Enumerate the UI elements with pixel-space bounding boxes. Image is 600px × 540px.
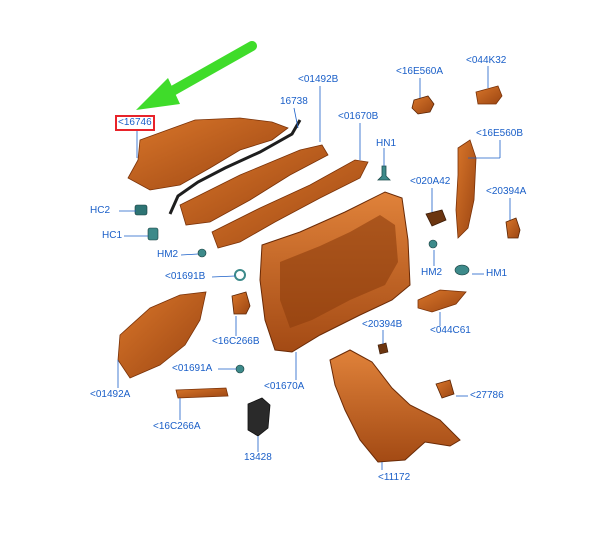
pointer-arrow <box>136 41 257 110</box>
label-16E560B[interactable]: <16E560B <box>476 128 523 139</box>
label-HM1[interactable]: HM1 <box>486 268 508 279</box>
part-16E560B-strip[interactable] <box>455 139 477 239</box>
part-01691B-grommet[interactable] <box>234 269 246 281</box>
part-020A42-bracket[interactable] <box>425 209 447 227</box>
label-16C266A[interactable]: <16C266A <box>153 421 201 432</box>
label-01670A[interactable]: <01670A <box>264 381 305 392</box>
part-16746-pad[interactable] <box>127 117 289 191</box>
part-HM2-upper[interactable] <box>197 248 207 258</box>
part-13428-bracket[interactable] <box>247 397 271 437</box>
label-HC2[interactable]: HC2 <box>90 205 111 216</box>
label-16738[interactable]: 16738 <box>280 96 308 107</box>
label-HM2-upper[interactable]: HM2 <box>157 249 179 260</box>
part-20394A-clip[interactable] <box>505 217 521 239</box>
part-11172-tunnel[interactable] <box>329 349 461 463</box>
label-13428[interactable]: 13428 <box>244 452 272 463</box>
leader-lines <box>117 66 511 470</box>
label-01492B[interactable]: <01492B <box>298 74 339 85</box>
part-01691A-grommet[interactable] <box>235 364 245 374</box>
part-HM2-lower[interactable] <box>428 239 438 249</box>
label-HM2-lower[interactable]: HM2 <box>421 267 443 278</box>
label-01492A[interactable]: <01492A <box>90 389 131 400</box>
part-01670B-panel[interactable] <box>211 159 369 249</box>
label-044K32[interactable]: <044K32 <box>466 55 507 66</box>
label-11172[interactable]: <11172 <box>378 472 411 483</box>
part-20394B-clip[interactable] <box>377 342 389 355</box>
part-27786-block[interactable] <box>435 379 455 399</box>
part-HC2-clip[interactable] <box>134 204 148 216</box>
label-01670B[interactable]: <01670B <box>338 111 379 122</box>
label-044C61[interactable]: <044C61 <box>430 325 471 336</box>
part-16C266A-strip[interactable] <box>175 387 229 399</box>
part-01492B-panel[interactable] <box>179 144 329 226</box>
part-01492A-panel[interactable] <box>117 291 207 379</box>
label-20394A[interactable]: <20394A <box>486 186 527 197</box>
part-16E560A-block[interactable] <box>411 95 435 115</box>
label-HN1[interactable]: HN1 <box>376 138 397 149</box>
part-044K32-pad[interactable] <box>475 85 503 105</box>
label-01691B[interactable]: <01691B <box>165 271 206 282</box>
part-16738-seal[interactable] <box>168 119 302 215</box>
label-16C266B[interactable]: <16C266B <box>212 336 260 347</box>
label-27786[interactable]: <27786 <box>470 390 504 401</box>
label-HC1[interactable]: HC1 <box>102 230 123 241</box>
label-20394B[interactable]: <20394B <box>362 319 403 330</box>
label-020A42[interactable]: <020A42 <box>410 176 451 187</box>
label-01691A[interactable]: <01691A <box>172 363 213 374</box>
label-16E560A[interactable]: <16E560A <box>396 66 443 77</box>
part-16C266B-block[interactable] <box>231 291 251 315</box>
part-01670A-inner <box>280 215 398 328</box>
part-044C61-pad[interactable] <box>417 289 467 313</box>
part-HM1-grommet[interactable] <box>454 264 470 276</box>
part-HN1-clip[interactable] <box>377 165 391 181</box>
label-16746[interactable]: <16746 <box>115 115 155 131</box>
part-HC1-clip[interactable] <box>147 227 159 241</box>
